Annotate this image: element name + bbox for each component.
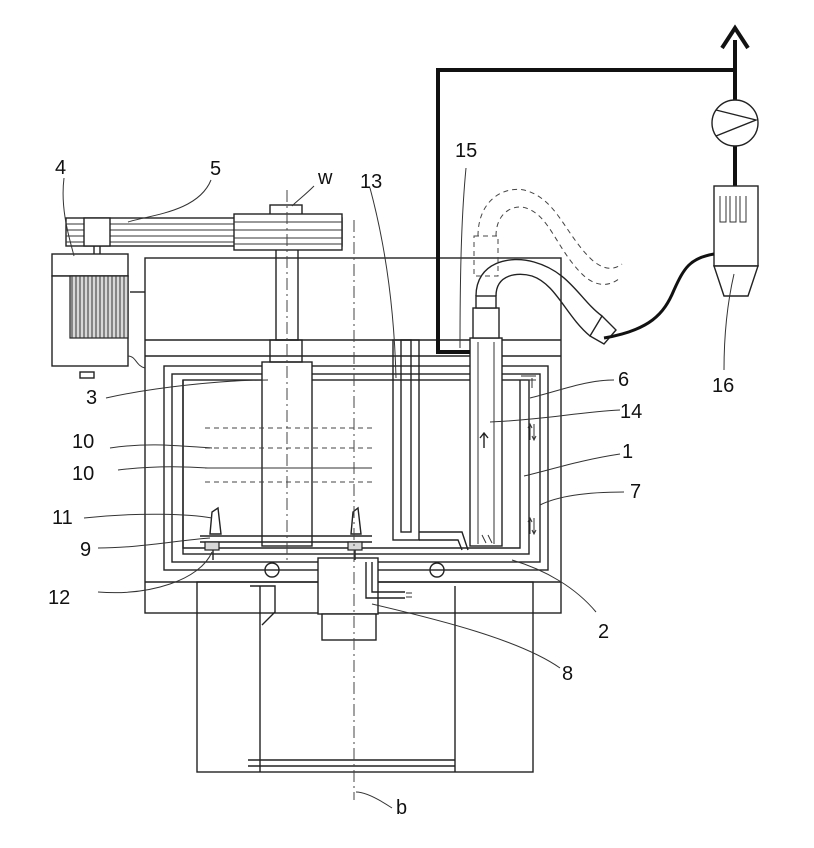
label-b: b — [396, 797, 407, 819]
label-11: 11 — [52, 507, 73, 529]
label-3: 3 — [86, 387, 97, 409]
hose-alt-position — [474, 189, 622, 284]
filter-unit — [604, 186, 758, 338]
drive-belt — [66, 214, 342, 250]
label-2: 2 — [598, 621, 609, 643]
label-4: 4 — [55, 157, 66, 179]
label-9: 9 — [80, 539, 91, 561]
label-10-upper: 10 — [72, 431, 94, 453]
label-8: 8 — [562, 663, 573, 685]
label-1: 1 — [622, 441, 633, 463]
label-15: 15 — [455, 140, 477, 162]
label-7: 7 — [630, 481, 641, 503]
label-12: 12 — [48, 587, 70, 609]
label-5: 5 — [210, 158, 221, 180]
label-16: 16 — [712, 375, 734, 397]
label-10-lower: 10 — [72, 463, 94, 485]
label-w: w — [317, 167, 333, 189]
suction-tube — [470, 296, 502, 546]
label-14: 14 — [620, 401, 642, 423]
pump — [712, 100, 758, 146]
label-6: 6 — [618, 369, 629, 391]
baffle — [393, 340, 468, 550]
label-13: 13 — [360, 171, 382, 193]
motor — [52, 234, 145, 378]
